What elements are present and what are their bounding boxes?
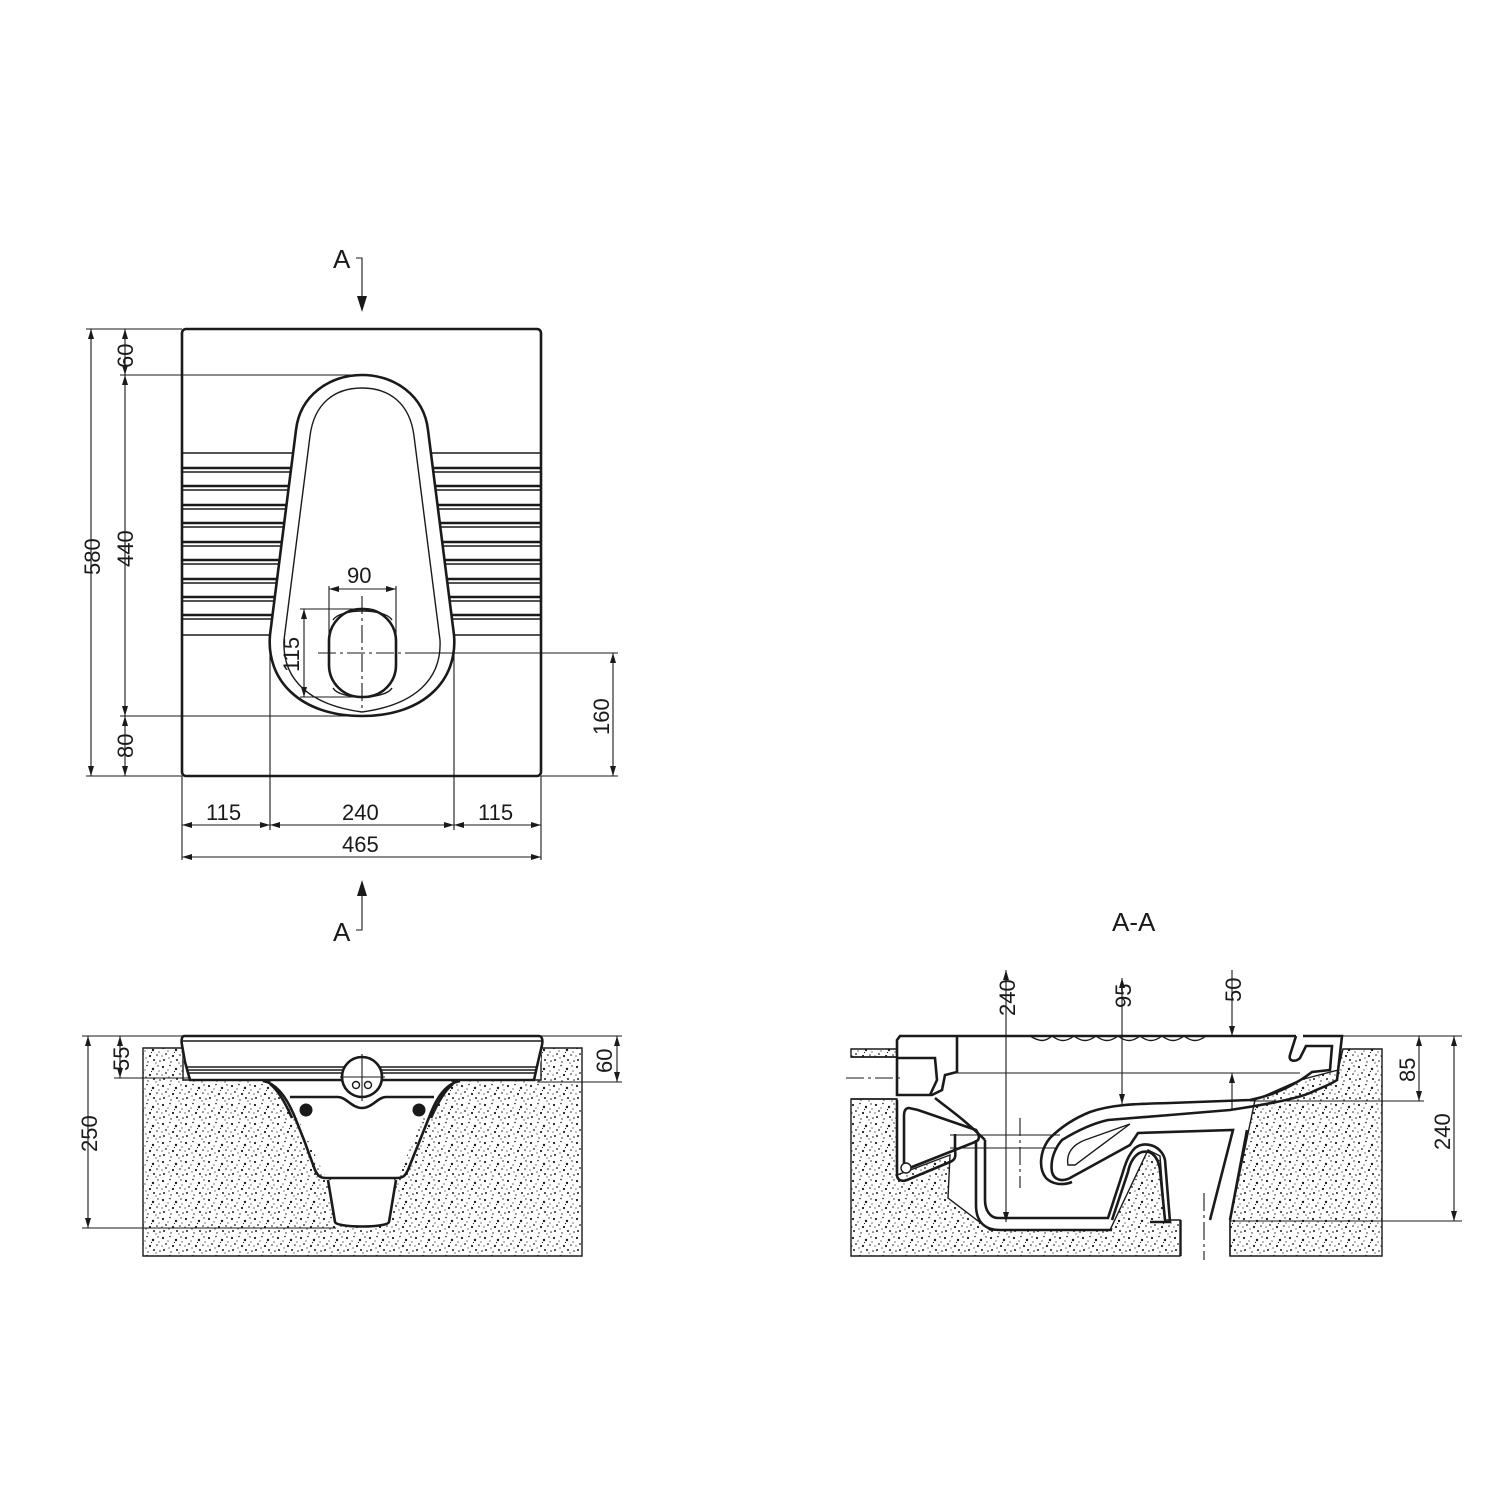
concrete-left — [850, 1098, 1181, 1257]
svg-text:A: A — [333, 917, 351, 947]
svg-text:55: 55 — [109, 1047, 134, 1071]
svg-text:240: 240 — [995, 979, 1020, 1016]
svg-text:465: 465 — [342, 832, 379, 857]
rim-flush-ridges — [1029, 1035, 1207, 1042]
concrete-right — [1229, 1048, 1383, 1257]
arrow-down-icon — [357, 296, 367, 312]
dim-right-stack: 85 240 — [1230, 1035, 1462, 1222]
fixing-hole-right — [412, 1103, 426, 1117]
dim-trap-depth: 95 — [1111, 978, 1136, 1104]
svg-text:115: 115 — [478, 800, 513, 825]
svg-text:240: 240 — [1430, 1113, 1455, 1150]
svg-text:90: 90 — [347, 563, 371, 588]
body-outline — [262, 1079, 461, 1180]
dim-outlet-offset: 160 — [405, 652, 618, 777]
section-marker-label: A — [333, 244, 351, 274]
section-marker-bottom: A — [333, 880, 367, 947]
arrow-up-icon — [357, 880, 367, 896]
dim-front-left: 250 55 — [77, 1035, 336, 1229]
section-marker-top: A — [333, 244, 367, 312]
spigot-outline — [326, 1179, 398, 1228]
front-view: 250 55 60 — [77, 1034, 622, 1257]
dim-front-right: 60 — [537, 1035, 622, 1083]
dim-bottom-stack: 115 240 115 465 — [181, 640, 542, 860]
dim-rim-depth: 50 — [1221, 970, 1246, 1110]
dim-bowl-depth: 240 — [995, 970, 1020, 1222]
svg-text:240: 240 — [342, 800, 379, 825]
svg-text:115: 115 — [279, 637, 304, 672]
plan-view: A — [80, 244, 618, 947]
svg-text:160: 160 — [589, 698, 614, 735]
svg-text:50: 50 — [1221, 978, 1246, 1002]
svg-text:440: 440 — [113, 530, 138, 567]
svg-text:60: 60 — [592, 1049, 617, 1073]
svg-text:95: 95 — [1111, 984, 1136, 1008]
body-seam — [290, 1095, 434, 1110]
svg-text:85: 85 — [1395, 1058, 1420, 1082]
dim-left-stack: 580 60 440 80 — [80, 328, 362, 777]
rim-outline — [180, 1034, 544, 1082]
dim-outlet-width: 90 — [328, 563, 397, 642]
slab-outline — [180, 327, 543, 778]
svg-text:115: 115 — [206, 800, 241, 825]
svg-text:250: 250 — [77, 1115, 102, 1152]
svg-text:60: 60 — [113, 344, 138, 368]
tread-ribs-left — [183, 452, 293, 636]
tread-ribs-right — [432, 452, 540, 636]
section-title: A-A — [1112, 907, 1156, 937]
section-view: A-A — [846, 907, 1462, 1260]
svg-text:80: 80 — [113, 734, 138, 758]
fixing-hole-left — [299, 1103, 313, 1117]
svg-text:580: 580 — [80, 538, 105, 575]
dim-outlet-length: 115 — [279, 608, 362, 698]
